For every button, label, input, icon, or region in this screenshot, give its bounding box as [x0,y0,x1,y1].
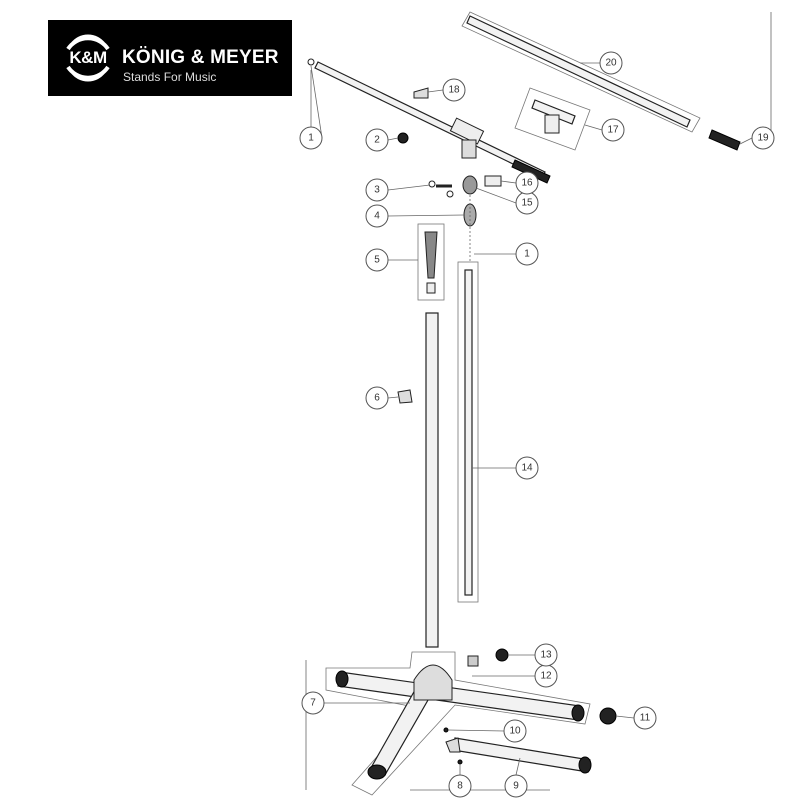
svg-text:13: 13 [540,650,552,661]
svg-text:12: 12 [540,671,552,682]
logo-mark-text: K&M [69,48,107,67]
logo-brand-name: KÖNIG & MEYER [122,47,279,68]
leader-lines [310,62,753,776]
svg-text:17: 17 [607,125,619,136]
part-2-knob [397,132,409,144]
part-11-foot [599,707,617,725]
callout-4: 4 [365,204,389,228]
svg-text:20: 20 [605,58,617,69]
svg-text:14: 14 [521,463,533,474]
part-8-screw [457,759,463,765]
part-3-screw [428,180,454,198]
callout-1: 1 [299,126,323,150]
callout-1-lower: 1 [515,242,539,266]
boom-arm [307,58,551,184]
svg-text:1: 1 [524,249,530,260]
svg-text:8: 8 [457,781,463,792]
part-7-base [325,651,591,796]
part-18-clip [413,87,429,99]
logo-tagline: Stands For Music [123,70,217,84]
svg-text:11: 11 [640,713,651,724]
part-16-bolt [484,175,502,187]
part-17-clamp [514,87,591,151]
svg-text:6: 6 [374,393,380,404]
svg-text:5: 5 [374,255,380,266]
callout-17: 17 [601,118,625,142]
svg-text:16: 16 [521,178,533,189]
callout-15: 15 [515,191,539,215]
part-14-inner-tube [457,261,479,603]
svg-text:10: 10 [509,726,521,737]
part-13-knob [495,648,509,662]
callout-20: 20 [599,51,623,75]
part-10-pin [443,727,449,733]
main-tube [425,312,439,648]
part-19-grip [708,129,741,151]
callout-8: 8 [448,774,472,798]
callout-5: 5 [365,248,389,272]
part-9-leg [445,737,592,774]
callout-12: 12 [534,664,558,688]
svg-text:3: 3 [374,185,380,196]
svg-text:7: 7 [310,698,316,709]
callout-3: 3 [365,178,389,202]
part-5-clutch [417,223,445,301]
svg-text:15: 15 [521,198,533,209]
callout-2: 2 [365,128,389,152]
part-12-nut [467,655,479,667]
svg-text:2: 2 [374,135,380,146]
svg-text:1: 1 [308,133,314,144]
callout-10: 10 [503,719,527,743]
svg-text:9: 9 [513,781,519,792]
callout-14: 14 [515,456,539,480]
brand-logo: K&M KÖNIG & MEYER Stands For Music [48,20,292,96]
svg-text:4: 4 [374,211,380,222]
callout-18: 18 [442,78,466,102]
callout-19: 19 [751,126,775,150]
callout-13: 13 [534,643,558,667]
callout-16: 16 [515,171,539,195]
callout-11: 11 [633,706,657,730]
km-emblem-icon [66,34,110,82]
callout-6: 6 [365,386,389,410]
svg-text:19: 19 [757,133,769,144]
part-20-rod [461,11,701,133]
callout-9: 9 [504,774,528,798]
callout-7: 7 [301,691,325,715]
part-6-clip [397,389,413,404]
svg-text:18: 18 [448,85,460,96]
part-15-washer [462,175,478,195]
